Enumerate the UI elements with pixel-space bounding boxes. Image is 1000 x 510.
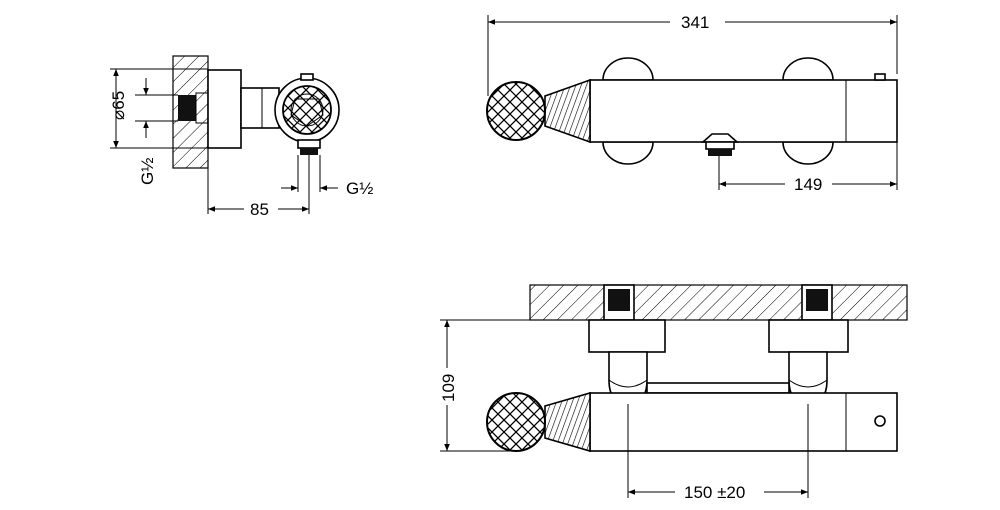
front-height-label: 109	[439, 374, 458, 402]
top-outlet	[705, 141, 735, 150]
top-left-hump	[602, 57, 654, 81]
front-wall-section	[529, 284, 908, 321]
front-right-wall-connector	[806, 289, 828, 311]
side-inlet-thread-label: G½	[138, 158, 157, 185]
side-wall-connector	[178, 95, 196, 121]
front-faceted-knob	[486, 392, 546, 452]
side-depth-label: 85	[250, 200, 269, 219]
front-grip-cone	[544, 391, 591, 453]
side-outlet-thread-label: G½	[346, 179, 373, 198]
front-spacing-label: 150 ±20	[684, 483, 745, 502]
top-view: 341 149	[486, 13, 898, 194]
front-indicator-dot	[874, 415, 886, 427]
front-left-wall-connector	[608, 289, 630, 311]
top-length-label: 341	[681, 13, 709, 32]
front-crossbar	[646, 382, 790, 394]
top-main-body	[589, 79, 898, 143]
top-right-hump	[782, 57, 834, 81]
side-diameter-label: ⌀65	[109, 91, 128, 120]
side-escutcheon	[207, 69, 242, 149]
front-left-escutcheon	[588, 319, 666, 353]
top-outlet-offset-label: 149	[794, 175, 822, 194]
front-right-escutcheon	[768, 319, 849, 353]
top-faceted-knob	[486, 81, 546, 141]
side-outlet-nozzle	[297, 139, 321, 149]
top-grip-cone	[544, 78, 591, 144]
side-eccentric-arm	[240, 87, 280, 129]
front-main-body	[589, 392, 898, 452]
side-faceted-knob	[282, 85, 332, 135]
front-view: 109 150 ±20	[439, 284, 908, 502]
side-view: ⌀65 G½ G½ 85	[109, 55, 373, 219]
